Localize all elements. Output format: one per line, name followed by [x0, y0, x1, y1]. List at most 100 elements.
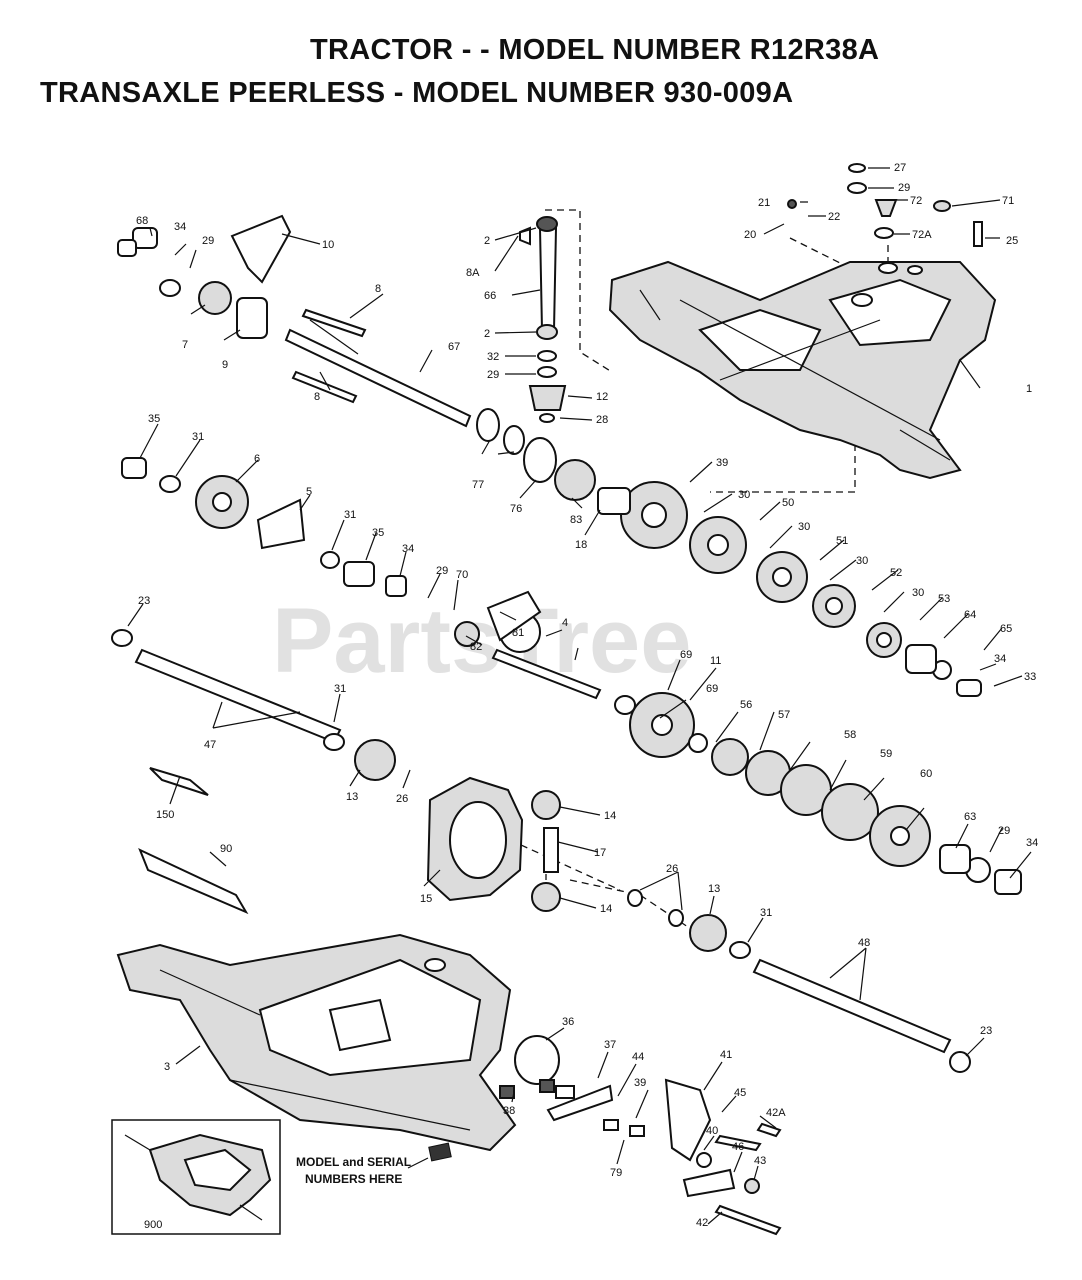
part-label: 30 — [738, 489, 750, 501]
part-label: 58 — [844, 729, 856, 741]
part-label: 39 — [716, 457, 728, 469]
part-label: 72 — [910, 195, 922, 207]
part-label: 69 — [706, 683, 718, 695]
part-label: 37 — [604, 1039, 616, 1051]
part-label: 35 — [372, 527, 384, 539]
part-label: 63 — [964, 811, 976, 823]
part-label: 3 — [164, 1061, 170, 1073]
part-label: 38 — [503, 1105, 515, 1117]
part-label: 60 — [920, 768, 932, 780]
part-label: 48 — [858, 937, 870, 949]
part-label: 2 — [484, 328, 490, 340]
part-label: 77 — [472, 479, 484, 491]
part-label: 52 — [890, 567, 902, 579]
part-label: 13 — [346, 791, 358, 803]
part-label: 66 — [484, 290, 496, 302]
part-label: 12 — [596, 391, 608, 403]
part-label: 22 — [828, 211, 840, 223]
part-label: 33 — [1024, 671, 1036, 683]
part-label: 900 — [144, 1219, 162, 1231]
part-label: 26 — [666, 863, 678, 875]
part-label: 29 — [487, 369, 499, 381]
part-label: 1 — [1026, 383, 1032, 395]
part-label: 14 — [604, 810, 616, 822]
part-label: 18 — [575, 539, 587, 551]
part-label: 42A — [766, 1107, 786, 1119]
part-label: 14 — [600, 903, 612, 915]
part-label: 7 — [182, 339, 188, 351]
part-label: 40 — [706, 1125, 718, 1137]
lower-housing-part-3 — [116, 933, 517, 1152]
part-label: 17 — [594, 847, 606, 859]
inset-housing-thumbnail — [111, 1119, 452, 1235]
part-label: 4 — [562, 617, 568, 629]
part-label: 29 — [898, 182, 910, 194]
part-label: 76 — [510, 503, 522, 515]
part-label: 43 — [754, 1155, 766, 1167]
diagram-title-transaxle-model: TRANSAXLE PEERLESS - MODEL NUMBER 930-00… — [40, 77, 794, 109]
part-label: 67 — [448, 341, 460, 353]
part-label: 32 — [487, 351, 499, 363]
part-label: 31 — [334, 683, 346, 695]
callout-labels: 27 29 21 22 72 71 20 72A 25 68 34 29 10 … — [136, 162, 1038, 1231]
part-label: 31 — [760, 907, 772, 919]
part-label: 34 — [994, 653, 1006, 665]
part-label: 56 — [740, 699, 752, 711]
part-label: 26 — [396, 793, 408, 805]
part-label: 13 — [708, 883, 720, 895]
part-label: 21 — [758, 197, 770, 209]
model-serial-note-leader — [407, 1157, 429, 1169]
part-label: 64 — [964, 609, 976, 621]
part-label: 36 — [562, 1016, 574, 1028]
part-label: 29 — [998, 825, 1010, 837]
callout-leaders — [127, 167, 1032, 1225]
part-label: 30 — [856, 555, 868, 567]
part-label: 34 — [174, 221, 186, 233]
watermark-text: PartsTree — [272, 590, 691, 692]
part-label: 68 — [136, 215, 148, 227]
part-label: 57 — [778, 709, 790, 721]
part-label: 83 — [570, 514, 582, 526]
part-label: 39 — [634, 1077, 646, 1089]
part-label: 31 — [344, 509, 356, 521]
part-label: 59 — [880, 748, 892, 760]
part-label: 20 — [744, 229, 756, 241]
part-label: 30 — [798, 521, 810, 533]
part-label: 34 — [402, 543, 414, 555]
part-label: 41 — [720, 1049, 732, 1061]
part-label: 71 — [1002, 195, 1014, 207]
gears-and-washers — [111, 163, 1022, 1236]
part-label: 35 — [148, 413, 160, 425]
part-label: 72A — [912, 229, 932, 241]
part-label: 81 — [512, 627, 524, 639]
part-label: 79 — [610, 1167, 622, 1179]
part-label: 150 — [156, 809, 174, 821]
part-label: 28 — [596, 414, 608, 426]
model-serial-note-line1: MODEL and SERIAL — [296, 1155, 411, 1169]
part-label: 69 — [680, 649, 692, 661]
part-label: 29 — [436, 565, 448, 577]
part-label: 82 — [470, 641, 482, 653]
upper-housing-part-1 — [608, 260, 997, 480]
part-label: 8A — [466, 267, 480, 279]
part-label: 53 — [938, 593, 950, 605]
part-label: 9 — [222, 359, 228, 371]
part-label: 45 — [734, 1087, 746, 1099]
part-label: 6 — [254, 453, 260, 465]
part-label: 29 — [202, 235, 214, 247]
part-label: 10 — [322, 239, 334, 251]
part-label: 15 — [420, 893, 432, 905]
part-label: 25 — [1006, 235, 1018, 247]
part-label: 47 — [204, 739, 216, 751]
part-label: 30 — [912, 587, 924, 599]
part-label: 2 — [484, 235, 490, 247]
part-label: 31 — [192, 431, 204, 443]
part-label: 65 — [1000, 623, 1012, 635]
model-serial-note-line2: NUMBERS HERE — [305, 1172, 402, 1186]
part-label: 50 — [782, 497, 794, 509]
part-label: 8 — [314, 391, 320, 403]
diagram-title-tractor-model: TRACTOR - - MODEL NUMBER R12R38A — [310, 34, 880, 66]
part-label: 23 — [980, 1025, 992, 1037]
shafts — [134, 227, 952, 1054]
